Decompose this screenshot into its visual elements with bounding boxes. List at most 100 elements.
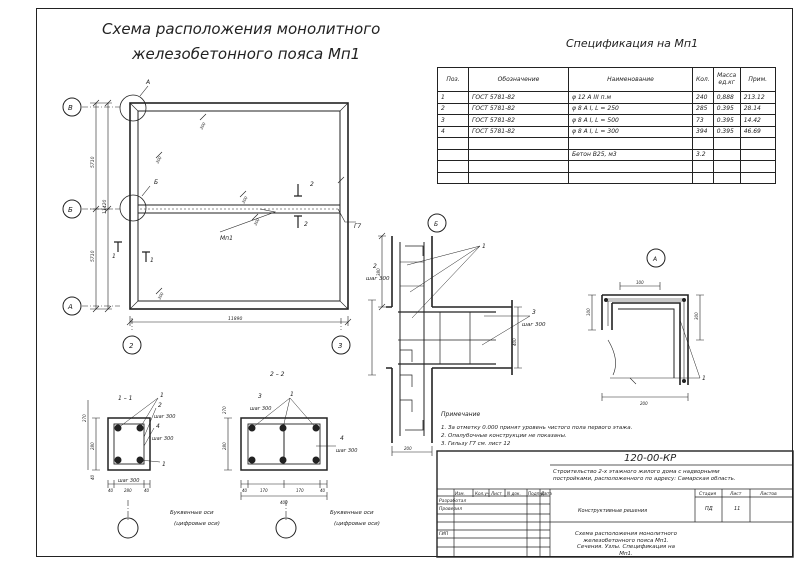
plan-callout-g7: Г7 — [354, 223, 361, 230]
tb-col: Кол.уч — [475, 491, 490, 496]
node-a-leader: 1 — [702, 375, 706, 382]
section-22-dim: 40 — [320, 488, 326, 493]
section-11-dim: 40 — [108, 488, 114, 493]
cell: 3.2 — [692, 148, 714, 161]
plan-callout-a: А — [145, 79, 150, 86]
notes-heading: Примечание — [441, 411, 480, 418]
spec-header-row: Поз. Обозначение Наименование Кол. Масса… — [437, 67, 776, 92]
section-11-leader: 2 — [158, 402, 162, 409]
main-title-line-2: железобетонного пояса Мп1 — [132, 45, 361, 63]
section-11-axis-bubble — [117, 517, 139, 539]
pitch-label: 300 — [253, 217, 261, 227]
tb-col: Дата — [540, 491, 552, 496]
spec-header-cell: Прим. — [739, 67, 776, 92]
tb-drawing-name: Схема расположения монолитного железобет… — [574, 531, 678, 557]
section-22-leader: 1 — [290, 391, 294, 398]
section-11-pitch: шаг 300 — [152, 436, 173, 442]
notes-line: 3. Гильзу Г7 см. лист 12 — [441, 441, 511, 447]
callout-circle-b — [119, 194, 147, 222]
tb-col: Лист — [490, 491, 502, 496]
cell — [739, 160, 776, 173]
axis-label-v: В — [68, 104, 73, 112]
axis-bubble-a — [62, 296, 82, 316]
pitch-label: 300 — [241, 195, 249, 205]
section-22-title: 2 – 2 — [270, 371, 285, 378]
section-22-dim: 270 — [222, 406, 227, 414]
section-22-leader: 3 — [258, 393, 262, 400]
tb-sheet-header: Лист — [729, 491, 742, 497]
section-22-note: (цифровые оси) — [334, 521, 380, 527]
cell — [568, 137, 693, 150]
section-11-dim: 40 — [144, 488, 150, 493]
cell: 46.69 — [739, 125, 776, 138]
node-b-bubble — [427, 213, 447, 233]
tb-col: Изм. — [455, 491, 465, 496]
node-a-bubble — [646, 248, 666, 268]
node-a-dim: 300 — [694, 312, 699, 320]
cell — [568, 171, 693, 184]
node-b-dim: 200 — [404, 446, 412, 451]
axis-label-3: 3 — [338, 342, 342, 350]
pitch-label: 300 — [157, 291, 165, 301]
axis-bubble-v — [62, 97, 82, 117]
node-b-leader-2: 2 — [373, 263, 377, 270]
section-22-dim: 280 — [222, 442, 227, 450]
axis-bubble-3 — [331, 335, 351, 355]
axis-bubble-2 — [122, 335, 142, 355]
node-b-dim: 380 — [376, 268, 381, 276]
section-11-note: (цифровые оси) — [174, 521, 220, 527]
cell: 394 — [692, 125, 714, 138]
spec-title: Спецификация на Мп1 — [566, 37, 699, 50]
cell: 4 — [437, 125, 469, 138]
cell: Бетон B25, м3 — [568, 148, 693, 161]
section-11-title: 1 – 1 — [118, 395, 132, 402]
section-mark: 1 — [112, 253, 116, 260]
section-22-note: Буквенные оси — [330, 510, 374, 516]
section-11-pitch: шаг 300 — [118, 478, 139, 484]
table-row — [437, 171, 776, 184]
tb-stage-header: Стадия — [699, 491, 717, 497]
plan-view — [62, 85, 356, 355]
plan-belt-inner — [137, 110, 341, 302]
section-11-dim: 280 — [90, 442, 95, 450]
section-11-dim: 280 — [124, 488, 132, 493]
section-22-outline — [240, 417, 328, 471]
plan-callout-mp1: Мп1 — [220, 235, 233, 242]
tb-role: Разработал — [439, 498, 466, 504]
section-11-leader: 1 — [162, 461, 166, 468]
tb-project: Строительство 2-х этажного жилого дома с… — [553, 469, 736, 482]
cell: φ 8 A I, L = 300 — [568, 125, 693, 138]
node-b-pitch-3: шаг 300 — [522, 322, 546, 328]
title-block-code: 120-00-КР — [624, 453, 677, 464]
tb-stage: ПД — [705, 506, 713, 512]
axis-label-b: Б — [68, 206, 73, 214]
spec-header-cell: Обозначение — [468, 67, 569, 92]
section-22-leader: 4 — [340, 435, 344, 442]
section-1-1 — [87, 397, 161, 539]
node-a-dim: 200 — [640, 401, 648, 406]
axis-label-2: 2 — [129, 342, 134, 350]
plan-dim: 5710 — [90, 156, 96, 168]
node-b-dim: 400 — [512, 338, 517, 346]
spec-header-cell: Наименование — [568, 67, 693, 92]
tb-sheet: 11 — [734, 506, 740, 512]
section-22-dim: 170 — [260, 488, 268, 493]
node-a-label: А — [652, 256, 657, 263]
section-mark: 2 — [310, 181, 314, 188]
notes-line: 2. Опалубочные конструкции не показаны. — [441, 433, 567, 439]
drawing-frame — [36, 8, 793, 557]
axis-bubble-b — [62, 199, 82, 219]
section-11-outline — [107, 417, 151, 471]
section-11-dim: 40 — [90, 474, 95, 480]
section-11-note: Буквенные оси — [170, 510, 214, 516]
section-22-dim: 400 — [280, 500, 288, 505]
section-2-2 — [224, 397, 336, 539]
tb-col: N док. — [507, 491, 521, 496]
node-a — [588, 248, 704, 401]
plan-dim: 11890 — [228, 316, 242, 322]
